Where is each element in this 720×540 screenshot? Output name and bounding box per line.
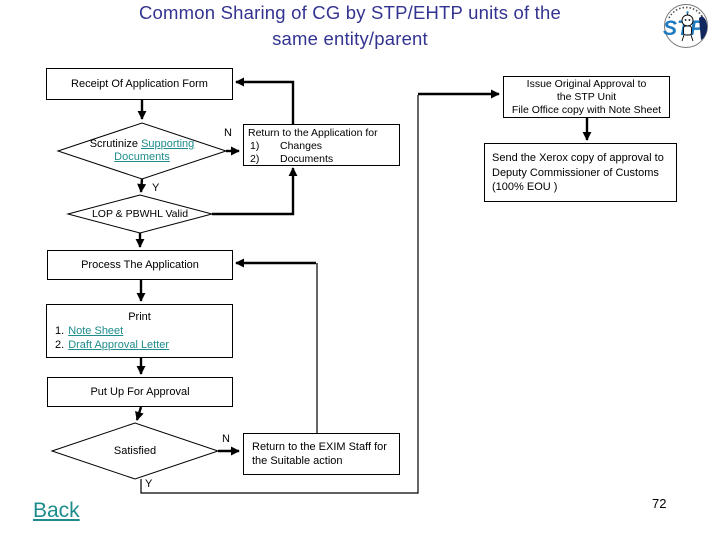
return-exim-box: Return to the EXIM Staff for the Suitabl… <box>243 433 400 475</box>
stp-logo-icon: STP <box>663 4 708 48</box>
scrutinize-prefix: Scrutinize <box>89 138 142 150</box>
return-exim-line1: Return to the EXIM Staff for <box>252 441 387 453</box>
connector-scrutinize-yes <box>137 178 147 193</box>
item2-number: 2) <box>250 153 260 165</box>
page-number: 72 <box>652 496 667 511</box>
send-xerox-line3: (100% EOU ) <box>492 181 558 193</box>
scrutinize-no-label: N <box>224 127 232 139</box>
satisfied-label: Satisfied <box>113 445 157 457</box>
item2-label: Documents <box>280 153 334 165</box>
issue-approval-line1: Issue Original Approval to <box>526 78 647 90</box>
connector-putup-to-satisfied <box>135 406 144 421</box>
scrutinize-yes-label: Y <box>152 182 160 194</box>
print-item2-number: 2. <box>55 339 65 351</box>
scrutinize-diamond-label: Scrutinize Supporting Documents <box>62 138 222 164</box>
print-item2: 2.Draft Approval Letter <box>47 338 232 352</box>
supporting-link[interactable]: Supporting <box>141 138 195 150</box>
draft-approval-letter-link[interactable]: Draft Approval Letter <box>68 339 170 351</box>
receipt-application-label: Receipt Of Application Form <box>71 78 208 90</box>
satisfied-yes-label: Y <box>145 478 153 490</box>
item1-number: 1) <box>250 140 260 152</box>
put-up-approval-label: Put Up For Approval <box>90 386 190 398</box>
print-item1: 1.Note Sheet <box>47 324 232 338</box>
page-title: Common Sharing of CG by STP/EHTP units o… <box>0 0 700 52</box>
connector-lop-to-return <box>212 167 298 216</box>
lop-valid-label: LOP & PBWHL Valid <box>91 208 189 220</box>
process-application-label: Process The Application <box>81 259 199 271</box>
receipt-application-box: Receipt Of Application Form <box>46 68 233 100</box>
print-heading: Print <box>128 311 151 323</box>
return-application-line1: Return to the Application for <box>248 127 378 139</box>
send-xerox-box: Send the Xerox copy of approval to Deput… <box>484 143 677 202</box>
issue-approval-line2: the STP Unit <box>556 91 617 103</box>
satisfied-no-label: N <box>222 433 230 445</box>
print-item1-number: 1. <box>55 325 65 337</box>
return-application-box: Return to the Application for 1)Changes … <box>243 124 400 166</box>
connector-return-to-receipt <box>235 77 295 124</box>
return-application-item2: 2) Documents <box>248 153 396 166</box>
process-application-box: Process The Application <box>47 250 233 280</box>
documents-link[interactable]: Documents <box>114 151 170 163</box>
note-sheet-link[interactable]: Note Sheet <box>68 325 124 337</box>
back-link[interactable]: Back <box>33 499 80 522</box>
send-xerox-line1: Send the Xerox copy of approval to <box>492 152 664 164</box>
print-box: Print 1.Note Sheet 2.Draft Approval Lett… <box>46 304 233 358</box>
return-exim-line2: the Suitable action <box>252 455 343 467</box>
page-title-line2: same entity/parent <box>272 28 428 49</box>
return-application-item1: 1) Changes <box>248 140 396 153</box>
page-title-line1: Common Sharing of CG by STP/EHTP units o… <box>139 2 561 23</box>
issue-approval-box: Issue Original Approval to the STP Unit … <box>503 76 670 118</box>
send-xerox-line2: Deputy Commissioner of Customs <box>492 166 659 179</box>
item1-label: Changes <box>280 140 323 152</box>
issue-approval-line3: File Office copy with Note Sheet <box>511 104 662 116</box>
put-up-approval-box: Put Up For Approval <box>47 377 233 407</box>
